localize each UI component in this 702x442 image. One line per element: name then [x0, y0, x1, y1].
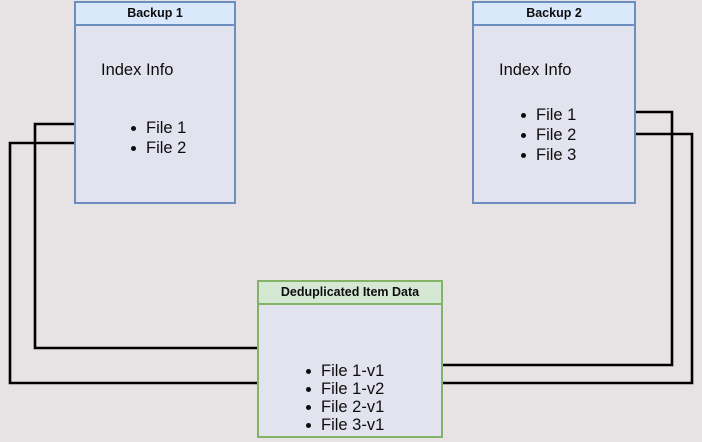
backup-2-file-item[interactable]: File 1	[519, 105, 576, 125]
deduplicated-item-data-box[interactable]: Deduplicated Item Data File 1-v1 File 1-…	[257, 280, 443, 438]
backup-1-file-item[interactable]: File 1	[129, 118, 186, 138]
backup-2-subtitle: Index Info	[499, 61, 572, 79]
backup-2-file-list: File 1 File 2 File 3	[519, 105, 576, 165]
backup-1-title: Backup 1	[76, 3, 234, 26]
deduplicated-item-data-body: File 1-v1 File 1-v2 File 2-v1 File 3-v1	[259, 305, 441, 436]
backup-2-box[interactable]: Backup 2 Index Info File 1 File 2 File 3	[472, 1, 636, 204]
dedup-item[interactable]: File 1-v2	[304, 380, 384, 398]
dedup-item[interactable]: File 3-v1	[304, 416, 384, 434]
deduplicated-item-list: File 1-v1 File 1-v2 File 2-v1 File 3-v1	[304, 362, 384, 434]
backup-1-box[interactable]: Backup 1 Index Info File 1 File 2	[74, 1, 236, 204]
backup-1-subtitle: Index Info	[101, 61, 174, 79]
deduplicated-item-data-title: Deduplicated Item Data	[259, 282, 441, 305]
backup-2-body: Index Info File 1 File 2 File 3	[474, 26, 634, 202]
backup-2-file-item[interactable]: File 2	[519, 125, 576, 145]
backup-2-title: Backup 2	[474, 3, 634, 26]
backup-1-file-list: File 1 File 2	[129, 118, 186, 158]
backup-1-body: Index Info File 1 File 2	[76, 26, 234, 202]
backup-1-file-item[interactable]: File 2	[129, 138, 186, 158]
backup-2-file-item[interactable]: File 3	[519, 145, 576, 165]
dedup-item[interactable]: File 2-v1	[304, 398, 384, 416]
dedup-item[interactable]: File 1-v1	[304, 362, 384, 380]
